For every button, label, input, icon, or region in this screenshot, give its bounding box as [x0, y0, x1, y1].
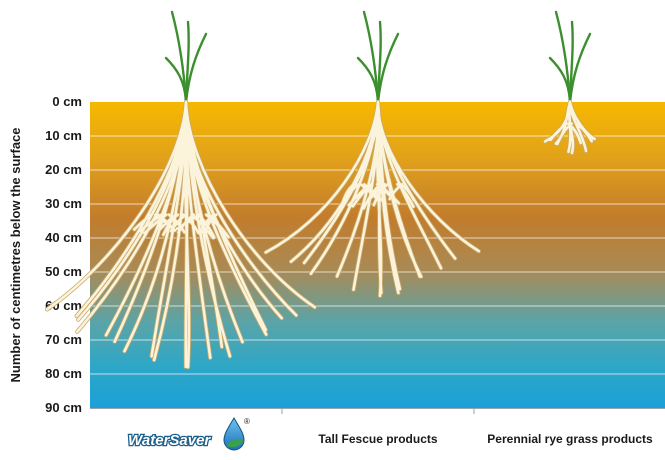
x-axis — [90, 408, 665, 414]
registered-mark: ® — [244, 417, 250, 426]
category-label-watersaver: WaterSaver — [128, 432, 211, 449]
watersaver-logo: WaterSaver ® — [128, 417, 250, 450]
category-label-tall-fescue: Tall Fescue products — [318, 432, 437, 446]
y-tick-label: 50 cm — [45, 264, 82, 279]
category-labels: WaterSaver ® Tall Fescue products Perennial… — [128, 417, 653, 450]
y-tick-label: 30 cm — [45, 196, 82, 211]
y-tick-label: 20 cm — [45, 162, 82, 177]
y-tick-label: 70 cm — [45, 332, 82, 347]
category-label-perennial-rye: Perennial rye grass products — [487, 432, 653, 446]
y-axis-title: Number of centimetres below the surface — [8, 127, 23, 382]
y-tick-label: 80 cm — [45, 366, 82, 381]
y-tick-label: 90 cm — [45, 400, 82, 415]
y-tick-label: 40 cm — [45, 230, 82, 245]
y-tick-label: 0 cm — [52, 94, 82, 109]
y-tick-label: 10 cm — [45, 128, 82, 143]
